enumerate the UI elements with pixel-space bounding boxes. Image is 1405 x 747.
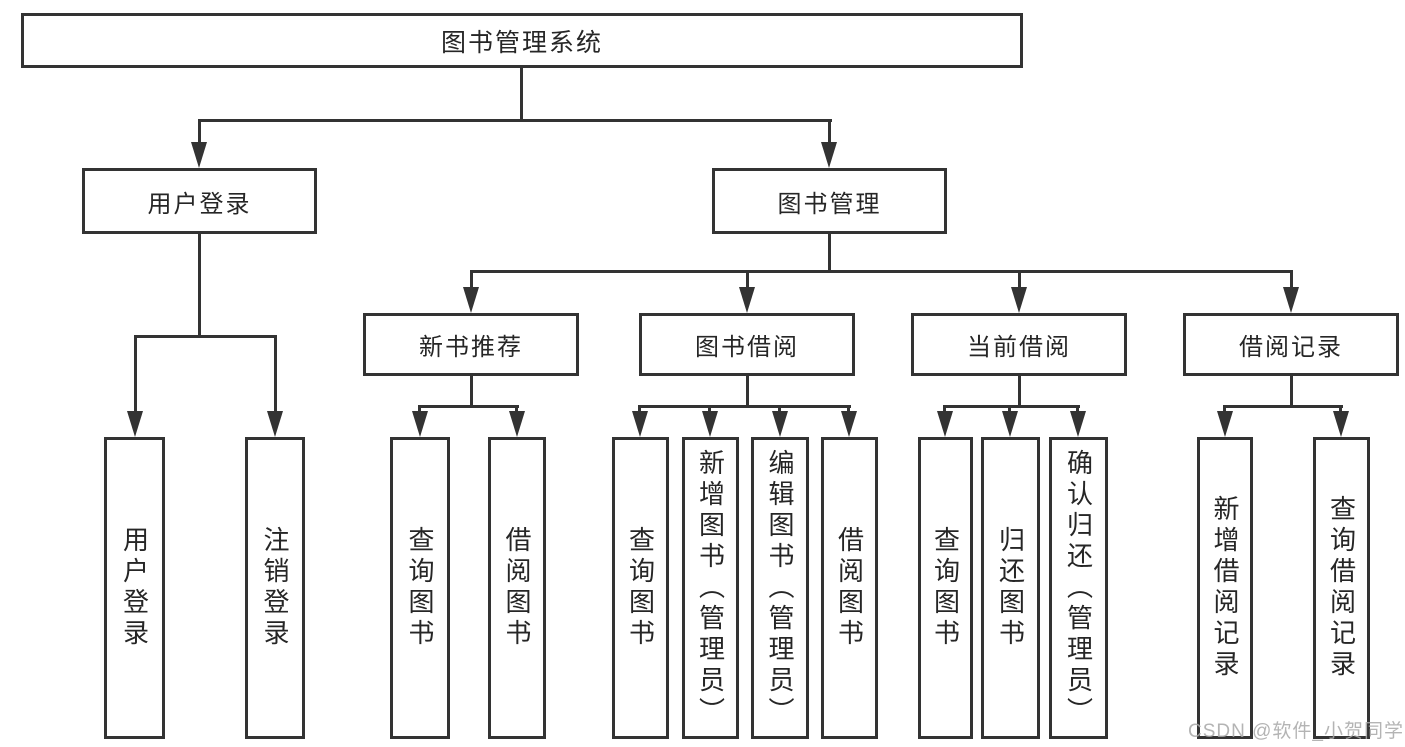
connector-leaf bbox=[1076, 405, 1079, 413]
node-user-login-label: 用户登录 bbox=[147, 190, 252, 218]
node-current-borrowing: 当前借阅 bbox=[911, 313, 1127, 376]
arrow-leaf bbox=[937, 411, 953, 437]
node-book-borrowing-label: 图书借阅 bbox=[695, 334, 799, 361]
leaf-confirm-return-admin: 确认归还（管理员） bbox=[1049, 437, 1108, 739]
arrow-leaf bbox=[1070, 411, 1086, 437]
node-user-login: 用户登录 bbox=[82, 168, 317, 234]
connector-book-mgmt-split bbox=[470, 270, 1293, 273]
node-book-management: 图书管理 bbox=[712, 168, 947, 234]
leaf-edit-book-admin: 编辑图书（管理员） bbox=[751, 437, 809, 739]
node-current-borrowing-label: 当前借阅 bbox=[967, 334, 1071, 361]
arrow-leaf bbox=[412, 411, 428, 437]
node-borrowing-records-label: 借阅记录 bbox=[1239, 334, 1343, 361]
leaf-borrow-books-recommend-label: 借阅图书 bbox=[502, 526, 532, 650]
connector-user-login-stub bbox=[198, 234, 201, 337]
connector-leaf bbox=[708, 405, 711, 413]
leaf-query-books-recommend: 查询图书 bbox=[390, 437, 450, 739]
arrow-to-user-login bbox=[191, 142, 207, 168]
connector-to-leaf-login bbox=[134, 335, 137, 413]
connector-borrow-records-split bbox=[1224, 405, 1343, 408]
arrow-to-book-borrow bbox=[739, 287, 755, 313]
leaf-query-books-borrow-label: 查询图书 bbox=[625, 526, 656, 650]
leaf-query-books-borrow: 查询图书 bbox=[612, 437, 669, 739]
leaf-borrow-books: 借阅图书 bbox=[821, 437, 878, 739]
arrow-to-book-mgmt bbox=[821, 142, 837, 168]
leaf-add-borrow-record: 新增借阅记录 bbox=[1197, 437, 1253, 739]
connector-leaf bbox=[943, 405, 946, 413]
connector-new-book-rec-split bbox=[419, 405, 519, 408]
connector-to-leaf-logout bbox=[274, 335, 277, 413]
leaf-query-books-current-label: 查询图书 bbox=[930, 526, 961, 650]
connector-leaf bbox=[1008, 405, 1011, 413]
leaf-user-login: 用户登录 bbox=[104, 437, 165, 739]
connector-to-user-login bbox=[198, 119, 201, 142]
arrow-leaf bbox=[509, 411, 525, 437]
connector-leaf bbox=[515, 405, 518, 413]
leaf-add-book-admin-label: 新增图书（管理员） bbox=[695, 448, 726, 728]
csdn-watermark: CSDN @软件_小贺同学 bbox=[1188, 721, 1404, 742]
arrow-to-leaf-logout bbox=[267, 411, 283, 437]
leaf-return-books-label: 归还图书 bbox=[995, 526, 1026, 650]
leaf-query-borrow-record: 查询借阅记录 bbox=[1313, 437, 1370, 739]
connector-borrow-records-stub bbox=[1290, 376, 1293, 407]
connector-root-split bbox=[198, 119, 832, 122]
node-book-borrowing: 图书借阅 bbox=[639, 313, 855, 376]
leaf-return-books: 归还图书 bbox=[981, 437, 1040, 739]
connector-to-book-borrow bbox=[746, 270, 749, 289]
leaf-borrow-books-label: 借阅图书 bbox=[834, 526, 865, 650]
node-new-book-recommendation-label: 新书推荐 bbox=[419, 334, 523, 361]
connector-to-borrow-records bbox=[1290, 270, 1293, 289]
leaf-query-books-recommend-label: 查询图书 bbox=[405, 526, 435, 650]
node-root-library-management-system: 图书管理系统 bbox=[21, 13, 1023, 68]
connector-current-borrow-stub bbox=[1018, 376, 1021, 407]
connector-current-borrow-split bbox=[944, 405, 1080, 408]
arrow-leaf bbox=[772, 411, 788, 437]
connector-book-borrow-stub bbox=[746, 376, 749, 407]
connector-leaf bbox=[638, 405, 641, 413]
leaf-confirm-return-admin-label: 确认归还（管理员） bbox=[1063, 448, 1094, 728]
connector-leaf bbox=[418, 405, 421, 413]
connector-leaf bbox=[1339, 405, 1342, 413]
connector-to-new-book-rec bbox=[470, 270, 473, 289]
leaf-query-books-current: 查询图书 bbox=[918, 437, 973, 739]
arrow-leaf bbox=[632, 411, 648, 437]
arrow-leaf bbox=[702, 411, 718, 437]
leaf-add-borrow-record-label: 新增借阅记录 bbox=[1210, 495, 1240, 681]
connector-leaf bbox=[847, 405, 850, 413]
arrow-to-new-book-rec bbox=[463, 287, 479, 313]
node-borrowing-records: 借阅记录 bbox=[1183, 313, 1399, 376]
connector-to-current-borrow bbox=[1018, 270, 1021, 289]
leaf-logout: 注销登录 bbox=[245, 437, 305, 739]
leaf-borrow-books-recommend: 借阅图书 bbox=[488, 437, 546, 739]
connector-book-mgmt-stub bbox=[828, 234, 831, 272]
arrow-leaf bbox=[1002, 411, 1018, 437]
leaf-add-book-admin: 新增图书（管理员） bbox=[682, 437, 739, 739]
arrow-to-leaf-login bbox=[127, 411, 143, 437]
connector-new-book-rec-stub bbox=[470, 376, 473, 407]
connector-user-login-split bbox=[134, 335, 277, 338]
arrow-leaf bbox=[1217, 411, 1233, 437]
arrow-to-borrow-records bbox=[1283, 287, 1299, 313]
connector-root-stub bbox=[520, 68, 523, 120]
connector-book-borrow-split bbox=[639, 405, 851, 408]
node-new-book-recommendation: 新书推荐 bbox=[363, 313, 579, 376]
leaf-query-borrow-record-label: 查询借阅记录 bbox=[1326, 495, 1357, 681]
arrow-leaf bbox=[841, 411, 857, 437]
connector-leaf bbox=[778, 405, 781, 413]
connector-to-book-mgmt bbox=[828, 119, 831, 142]
leaf-edit-book-admin-label: 编辑图书（管理员） bbox=[765, 448, 795, 728]
arrow-leaf bbox=[1333, 411, 1349, 437]
node-book-management-label: 图书管理 bbox=[777, 190, 882, 218]
leaf-logout-label: 注销登录 bbox=[260, 526, 290, 650]
node-root-label: 图书管理系统 bbox=[440, 28, 603, 57]
arrow-to-current-borrow bbox=[1011, 287, 1027, 313]
connector-leaf bbox=[1223, 405, 1226, 413]
leaf-user-login-label: 用户登录 bbox=[119, 526, 150, 650]
